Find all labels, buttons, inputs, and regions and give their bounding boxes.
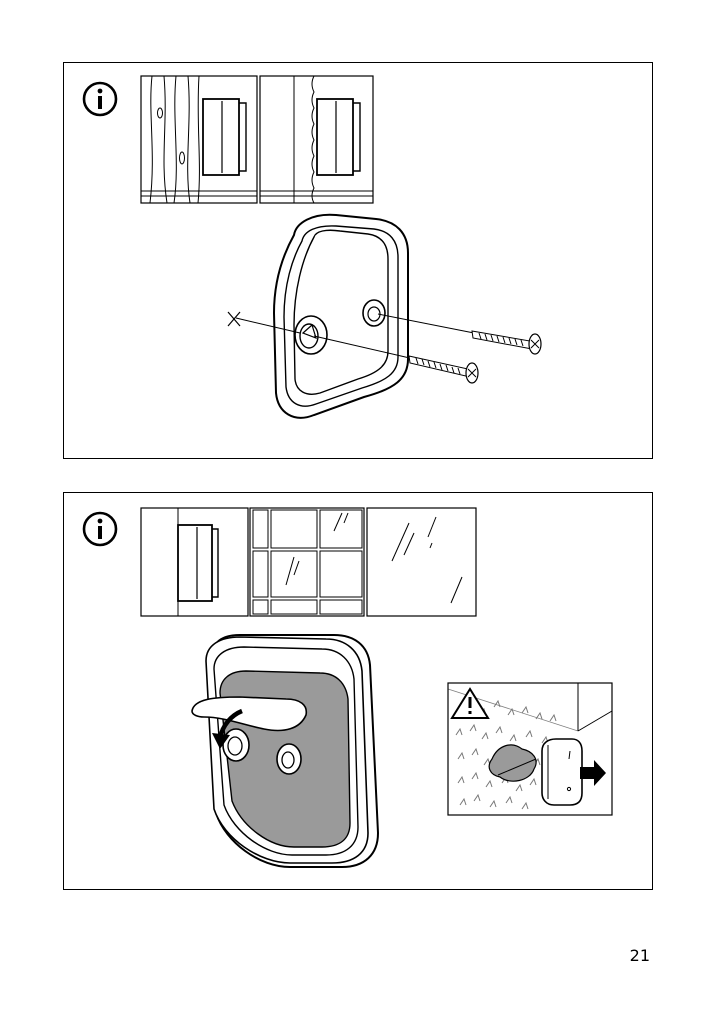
- adhesive-mounting-illustration: [82, 507, 613, 868]
- device-with-adhesive-drawing: [191, 634, 380, 868]
- smooth-surface-thumbnail: [140, 507, 249, 617]
- mounting-plate-drawing: [272, 213, 409, 419]
- alignment-guides: [227, 311, 475, 360]
- glass-surface-thumbnail: [366, 507, 477, 617]
- screw-upper: [471, 330, 542, 355]
- wood-surface-thumbnail: [140, 75, 258, 204]
- instruction-panel-screw-mounting: [63, 62, 653, 459]
- screw-lower: [408, 355, 479, 384]
- falling-device: [541, 738, 583, 806]
- info-circle-icon: [82, 511, 118, 547]
- arrow-right-icon: [580, 760, 606, 786]
- warning-triangle-icon: [450, 687, 490, 719]
- tile-surface-thumbnail: [249, 507, 365, 617]
- fallen-adhesive: [488, 744, 537, 782]
- screw-mounting-illustration: [82, 75, 542, 419]
- page-number: 21: [629, 946, 650, 965]
- instruction-panel-adhesive-mounting: [63, 492, 653, 890]
- info-circle-icon: [82, 81, 118, 117]
- warning-rough-surface-box: [447, 682, 613, 816]
- plaster-surface-thumbnail: [259, 75, 374, 204]
